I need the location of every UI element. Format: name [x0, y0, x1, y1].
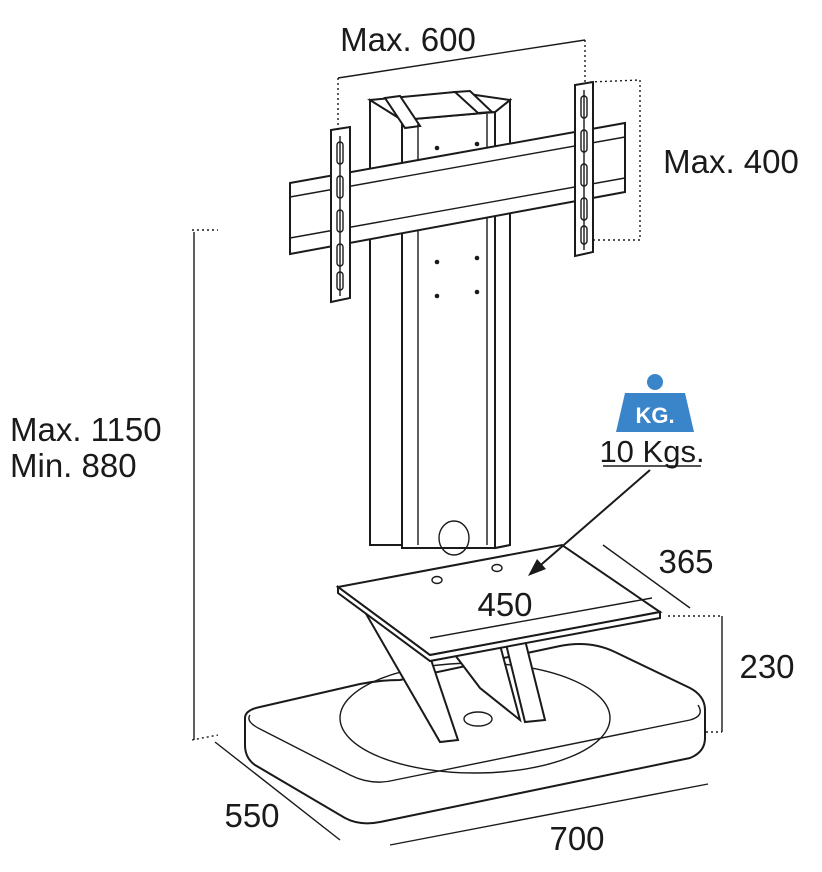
weight-value: 10 Kgs. — [599, 434, 704, 469]
weight-icon: KG. — [616, 374, 694, 432]
shelf-width-label: 450 — [477, 586, 532, 623]
dimension-lines — [191, 39, 723, 846]
base-width-label: 700 — [549, 820, 604, 857]
base-depth-label: 550 — [224, 797, 279, 834]
glass-shelf — [335, 543, 663, 744]
weight-icon-label: KG. — [635, 403, 674, 428]
height-min-label: Min. 880 — [10, 447, 137, 484]
vesa-bracket — [289, 80, 626, 304]
shelf-depth-label: 365 — [658, 543, 713, 580]
vesa-width-label: Max. 600 — [340, 21, 476, 58]
shelf-height-label: 230 — [739, 648, 794, 685]
vesa-height-label: Max. 400 — [663, 143, 799, 180]
bracket-slots — [336, 95, 588, 291]
height-max-label: Max. 1150 — [10, 411, 162, 448]
